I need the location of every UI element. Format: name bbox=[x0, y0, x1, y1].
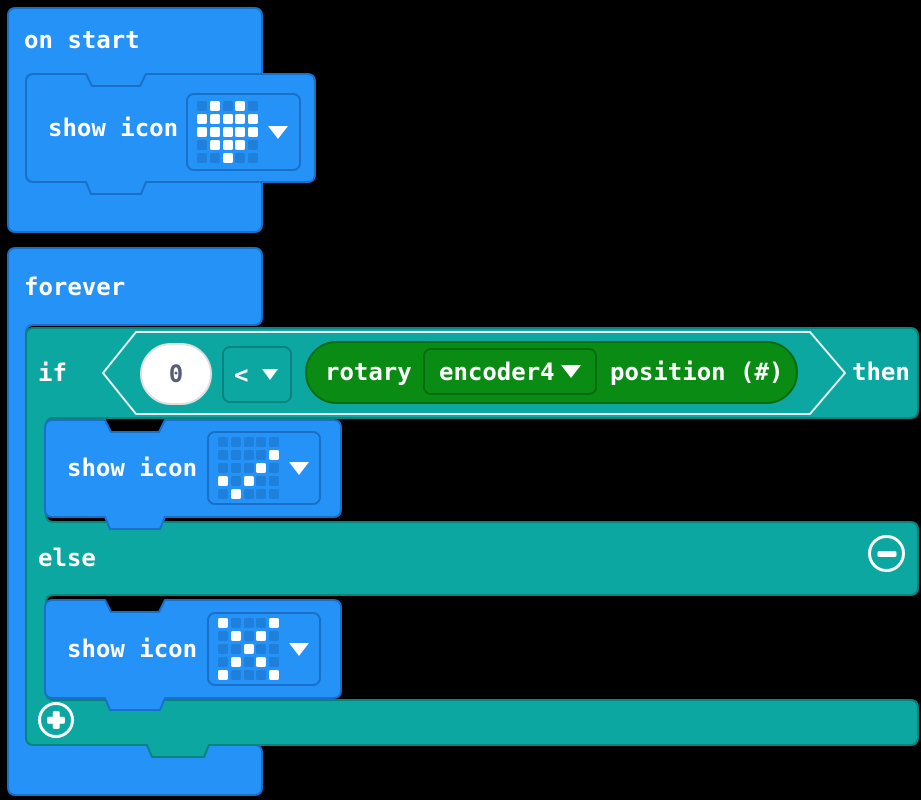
led-cell bbox=[230, 475, 241, 486]
led-cell bbox=[222, 101, 233, 112]
led-cell bbox=[269, 618, 280, 629]
led-cell bbox=[230, 669, 241, 680]
led-cell bbox=[235, 139, 246, 150]
led-cell bbox=[230, 463, 241, 473]
led-cell bbox=[209, 139, 220, 150]
led-cell bbox=[209, 101, 220, 112]
led-matrix-yes bbox=[218, 437, 280, 499]
led-cell bbox=[243, 450, 254, 461]
led-cell bbox=[256, 463, 267, 473]
remove-else-branch-button[interactable] bbox=[868, 535, 905, 572]
number-value: 0 bbox=[168, 360, 184, 388]
led-cell bbox=[222, 127, 233, 137]
chevron-down-icon bbox=[262, 369, 278, 380]
led-cell bbox=[235, 127, 246, 137]
led-cell bbox=[243, 463, 254, 473]
led-cell bbox=[235, 152, 246, 163]
chevron-down-icon bbox=[289, 642, 310, 656]
led-cell bbox=[197, 127, 207, 137]
show-icon-block-no[interactable] bbox=[44, 599, 342, 711]
led-cell bbox=[222, 139, 233, 150]
number-field[interactable]: 0 bbox=[140, 343, 212, 405]
chevron-down-icon bbox=[289, 461, 310, 475]
led-cell bbox=[269, 669, 280, 680]
led-cell bbox=[269, 437, 280, 448]
led-cell bbox=[256, 669, 267, 680]
led-matrix-no bbox=[218, 618, 280, 680]
led-cell bbox=[243, 488, 254, 499]
led-icon-field-heart[interactable] bbox=[186, 93, 301, 171]
operator-value: < bbox=[234, 360, 249, 389]
led-cell bbox=[256, 475, 267, 486]
led-cell bbox=[230, 618, 241, 629]
led-cell bbox=[256, 631, 267, 642]
chevron-down-icon bbox=[268, 125, 289, 139]
led-cell bbox=[218, 656, 228, 667]
led-cell bbox=[248, 127, 259, 137]
led-cell bbox=[218, 450, 228, 461]
led-cell bbox=[218, 669, 228, 680]
if-else-block[interactable] bbox=[25, 327, 919, 758]
led-cell bbox=[269, 656, 280, 667]
led-cell bbox=[230, 437, 241, 448]
led-cell bbox=[248, 114, 259, 125]
led-cell bbox=[248, 101, 259, 112]
led-cell bbox=[235, 114, 246, 125]
add-branch-button[interactable] bbox=[38, 702, 74, 738]
led-cell bbox=[256, 656, 267, 667]
led-cell bbox=[230, 644, 241, 654]
led-cell bbox=[197, 139, 207, 150]
led-cell bbox=[218, 644, 228, 654]
led-cell bbox=[218, 631, 228, 642]
led-cell bbox=[230, 631, 241, 642]
led-cell bbox=[218, 488, 228, 499]
led-cell bbox=[209, 152, 220, 163]
led-cell bbox=[256, 488, 267, 499]
led-cell bbox=[243, 475, 254, 486]
show-icon-block-yes[interactable] bbox=[44, 419, 342, 530]
led-cell bbox=[256, 450, 267, 461]
led-cell bbox=[269, 488, 280, 499]
led-cell bbox=[209, 114, 220, 125]
led-cell bbox=[256, 437, 267, 448]
led-icon-field-yes[interactable] bbox=[207, 431, 321, 505]
led-cell bbox=[243, 618, 254, 629]
led-cell bbox=[218, 618, 228, 629]
led-cell bbox=[248, 139, 259, 150]
led-cell bbox=[222, 152, 233, 163]
led-cell bbox=[235, 101, 246, 112]
led-cell bbox=[269, 450, 280, 461]
led-cell bbox=[269, 644, 280, 654]
led-cell bbox=[269, 631, 280, 642]
led-cell bbox=[269, 475, 280, 486]
condition-slot-outline bbox=[102, 331, 846, 415]
led-cell bbox=[209, 127, 220, 137]
led-cell bbox=[218, 463, 228, 473]
led-cell bbox=[256, 618, 267, 629]
led-cell bbox=[269, 463, 280, 473]
led-cell bbox=[222, 114, 233, 125]
led-cell bbox=[243, 437, 254, 448]
encoder-value: encoder4 bbox=[439, 357, 555, 386]
led-matrix-heart bbox=[197, 101, 259, 163]
led-cell bbox=[248, 152, 259, 163]
encoder-dropdown[interactable]: encoder4 bbox=[423, 348, 597, 395]
led-cell bbox=[230, 656, 241, 667]
led-cell bbox=[243, 644, 254, 654]
led-cell bbox=[230, 450, 241, 461]
led-cell bbox=[243, 656, 254, 667]
led-cell bbox=[197, 114, 207, 125]
led-cell bbox=[230, 488, 241, 499]
led-icon-field-no[interactable] bbox=[207, 612, 321, 686]
led-cell bbox=[243, 631, 254, 642]
led-cell bbox=[218, 475, 228, 486]
led-cell bbox=[197, 101, 207, 112]
led-cell bbox=[243, 669, 254, 680]
operator-dropdown[interactable]: < bbox=[222, 346, 292, 403]
led-cell bbox=[256, 644, 267, 654]
led-cell bbox=[197, 152, 207, 163]
led-cell bbox=[218, 437, 228, 448]
chevron-down-icon bbox=[561, 365, 581, 378]
